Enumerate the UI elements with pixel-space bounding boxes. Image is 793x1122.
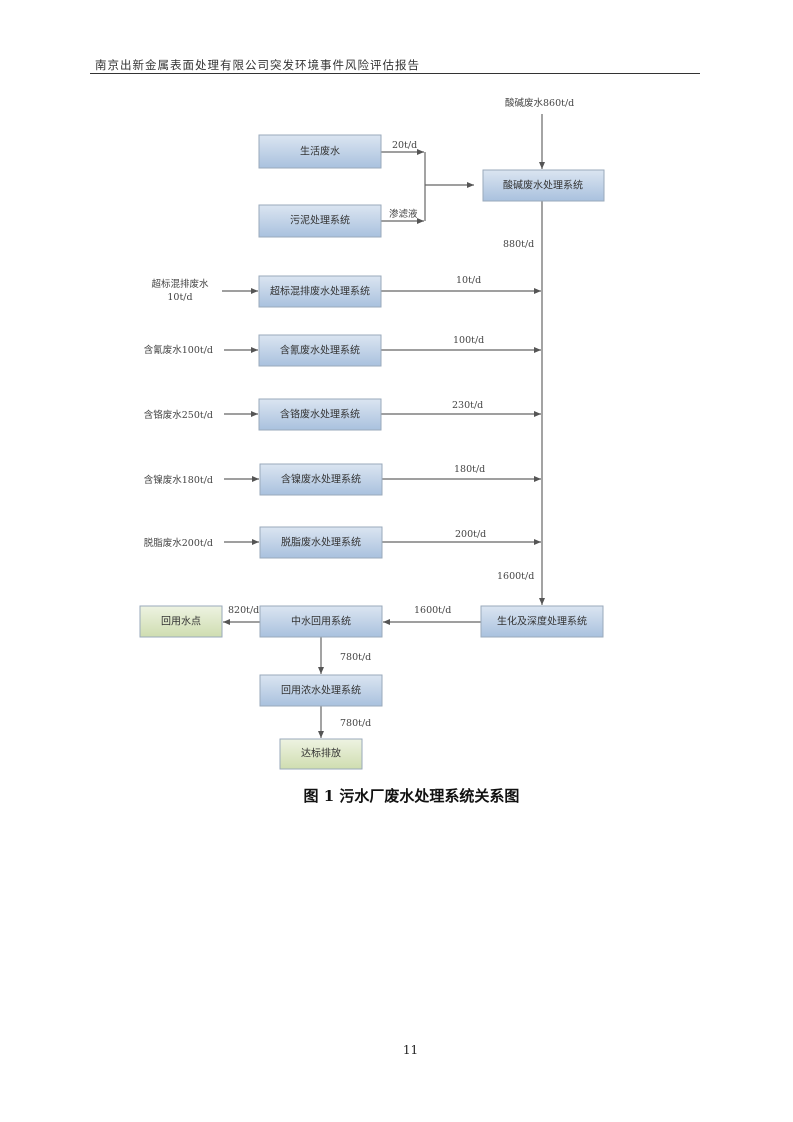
box-mixed <box>258 275 382 308</box>
box-label: 污泥处理系统 <box>290 214 350 227</box>
input-label: 含镍废水180t/d <box>144 474 213 486</box>
box-discharge <box>279 738 363 770</box>
box-cyanide <box>258 334 382 367</box>
box-sludge <box>258 204 382 238</box>
box-label: 脱脂废水处理系统 <box>281 536 361 549</box>
box-chromium <box>258 398 382 431</box>
input-label: 酸碱废水860t/d <box>505 97 574 109</box>
flow-label: 20t/d <box>392 140 417 151</box>
box-label: 生化及深度处理系统 <box>497 615 587 628</box>
running-header: 南京出新金属表面处理有限公司突发环境事件风险评估报告 <box>95 58 420 72</box>
input-label: 超标混排废水 <box>151 278 209 290</box>
box-label: 中水回用系统 <box>291 615 351 628</box>
connectors <box>222 114 545 738</box>
box-label: 达标排放 <box>301 747 341 760</box>
box-label: 回用水点 <box>161 616 201 628</box>
box-acid-alkali <box>482 169 605 202</box>
box-reclaim <box>259 605 383 638</box>
box-nickel <box>259 463 383 496</box>
box-reuse-point <box>139 605 223 638</box>
box-biochem <box>480 605 604 638</box>
box-label: 含镍废水处理系统 <box>281 473 361 486</box>
page-number: 11 <box>402 1043 419 1057</box>
flow-label: 880t/d <box>503 239 534 250</box>
flow-label: 10t/d <box>456 275 481 286</box>
flow-label: 230t/d <box>452 400 483 411</box>
flow-label: 渗滤液 <box>389 208 418 220</box>
box-concentrate <box>259 674 383 707</box>
input-label: 脱脂废水200t/d <box>144 537 213 549</box>
flow-label: 820t/d <box>228 605 259 616</box>
flow-label: 200t/d <box>455 529 486 540</box>
flow-label: 1600t/d <box>414 605 451 616</box>
box-label: 生活废水 <box>300 145 340 158</box>
box-label: 含铬废水处理系统 <box>280 408 360 421</box>
input-label: 10t/d <box>167 292 192 303</box>
box-label: 含氰废水处理系统 <box>280 344 360 357</box>
flow-label: 780t/d <box>340 718 371 729</box>
box-label: 酸碱废水处理系统 <box>503 179 583 192</box>
flow-label: 100t/d <box>453 335 484 346</box>
input-label: 含氰废水100t/d <box>144 344 213 356</box>
flow-label: 180t/d <box>454 464 485 475</box>
header-rule <box>90 73 700 74</box>
flow-label: 1600t/d <box>497 571 534 582</box>
box-degrease <box>259 526 383 559</box>
figure-caption: 图 1 污水厂废水处理系统关系图 <box>303 787 520 805</box>
box-label: 回用浓水处理系统 <box>281 684 361 697</box>
box-domestic <box>258 134 382 169</box>
flow-label: 780t/d <box>340 652 371 663</box>
box-label: 超标混排废水处理系统 <box>270 285 370 298</box>
input-label: 含铬废水250t/d <box>144 409 213 421</box>
